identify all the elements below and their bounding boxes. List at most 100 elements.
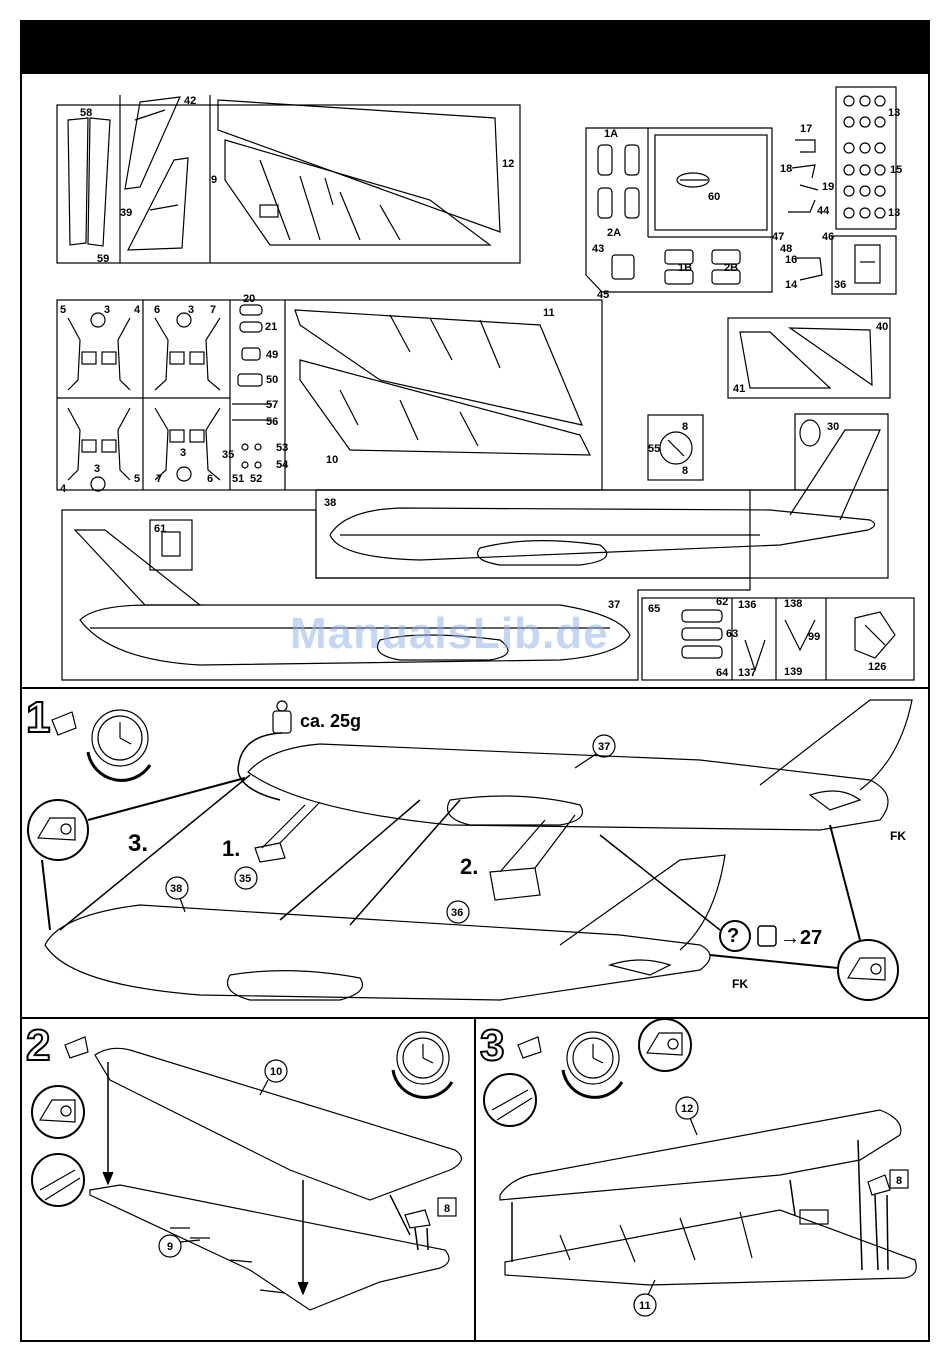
label-18: 18 <box>780 163 792 175</box>
label-126: 126 <box>868 661 886 673</box>
label-7a: 7 <box>210 304 216 316</box>
step2-arrows <box>103 1062 428 1294</box>
label-5b: 5 <box>134 473 140 485</box>
label-3d: 3 <box>180 447 186 459</box>
label-55: 55 <box>648 443 660 455</box>
label-15: 15 <box>890 164 902 176</box>
label-136: 136 <box>738 599 756 611</box>
step1-label-35: 35 <box>239 873 251 885</box>
label-64: 64 <box>716 667 729 679</box>
label-17: 17 <box>800 123 812 135</box>
wheels-13-15 <box>844 96 885 218</box>
step2-label-9: 9 <box>167 1241 173 1253</box>
label-46: 46 <box>822 231 834 243</box>
label-43: 43 <box>592 243 604 255</box>
step3-label-8: 8 <box>896 1175 902 1187</box>
label-36: 36 <box>834 279 846 291</box>
label-19: 19 <box>822 181 834 193</box>
label-44: 44 <box>817 205 830 217</box>
engine-parts-1A-2A <box>598 145 740 284</box>
part-58-59 <box>68 118 110 246</box>
weight-label: ca. 25g <box>300 712 361 730</box>
label-138: 138 <box>784 598 802 610</box>
label-61: 61 <box>154 523 166 535</box>
label-14: 14 <box>785 279 798 291</box>
label-30: 30 <box>827 421 839 433</box>
watermark: ManualsLib.de <box>290 612 609 656</box>
label-56: 56 <box>266 416 278 428</box>
label-41: 41 <box>733 383 745 395</box>
step1-glue-icon <box>52 712 76 735</box>
label-137: 137 <box>738 667 756 679</box>
label-13b: 13 <box>888 207 900 219</box>
label-8b: 8 <box>682 465 688 477</box>
landing-gear-doors-3-7 <box>68 313 220 491</box>
label-39: 39 <box>120 207 132 219</box>
step3-icons <box>484 1019 691 1126</box>
label-9: 9 <box>211 174 217 186</box>
step2-label-8: 8 <box>444 1203 450 1215</box>
label-16: 16 <box>785 254 797 266</box>
step1-detail-callout-right <box>710 825 898 1000</box>
step1-question-callout <box>600 835 776 951</box>
step1-fuselage-38 <box>45 855 725 1000</box>
label-20: 20 <box>243 293 255 305</box>
part-60 <box>677 173 709 187</box>
label-11: 11 <box>543 307 555 319</box>
label-4a: 4 <box>134 304 141 316</box>
label-99: 99 <box>808 631 820 643</box>
step2-number: 2 <box>26 1024 50 1068</box>
fuselage-38 <box>330 430 880 565</box>
label-4b: 4 <box>60 483 67 495</box>
step1-label-36: 36 <box>451 907 463 919</box>
step3-label-11: 11 <box>639 1300 651 1312</box>
label-2A: 2A <box>607 227 621 239</box>
step1-clock-icon <box>88 710 150 780</box>
label-50: 50 <box>266 374 278 386</box>
step1-number: 1 <box>26 696 50 740</box>
label-62: 62 <box>716 596 728 608</box>
label-7b: 7 <box>156 473 162 485</box>
label-40: 40 <box>876 321 888 333</box>
label-63: 63 <box>726 628 738 640</box>
sprue-frame-2 <box>586 87 896 294</box>
label-45: 45 <box>597 289 609 301</box>
label-52: 52 <box>250 473 262 485</box>
label-8a: 8 <box>682 421 688 433</box>
label-53: 53 <box>276 442 288 454</box>
part-42-39 <box>125 97 188 250</box>
label-54: 54 <box>276 459 289 471</box>
label-3a: 3 <box>104 304 110 316</box>
label-13a: 13 <box>888 107 900 119</box>
label-57: 57 <box>266 399 278 411</box>
step3-wing-11 <box>505 1210 916 1316</box>
label-37: 37 <box>608 599 620 611</box>
label-3c: 3 <box>94 463 100 475</box>
step1-label-37: 37 <box>598 741 610 753</box>
label-58: 58 <box>80 107 92 119</box>
question-mark: ? <box>727 926 739 946</box>
label-2B: 2B <box>724 262 738 274</box>
glue-label-fk-1: FK <box>890 830 906 842</box>
step3-clock-icon <box>563 1032 622 1097</box>
label-12: 12 <box>502 158 514 170</box>
part-12-9-wing <box>218 100 500 245</box>
label-139: 139 <box>784 666 802 678</box>
label-35: 35 <box>222 449 234 461</box>
glue-label-fk-2: FK <box>732 978 748 990</box>
step3-label-12: 12 <box>681 1103 693 1115</box>
label-1A: 1A <box>604 128 618 140</box>
label-5a: 5 <box>60 304 66 316</box>
step3-wing-12 <box>500 1097 901 1200</box>
small-parts-17-48 <box>788 140 880 283</box>
label-6b: 6 <box>207 473 213 485</box>
label-59: 59 <box>97 253 109 265</box>
label-49: 49 <box>266 349 278 361</box>
label-10: 10 <box>326 454 338 466</box>
label-3b: 3 <box>188 304 194 316</box>
substep-2: 2. <box>460 856 478 878</box>
step1-alignment-lines <box>60 775 460 930</box>
label-38: 38 <box>324 497 336 509</box>
label-42: 42 <box>184 95 196 107</box>
